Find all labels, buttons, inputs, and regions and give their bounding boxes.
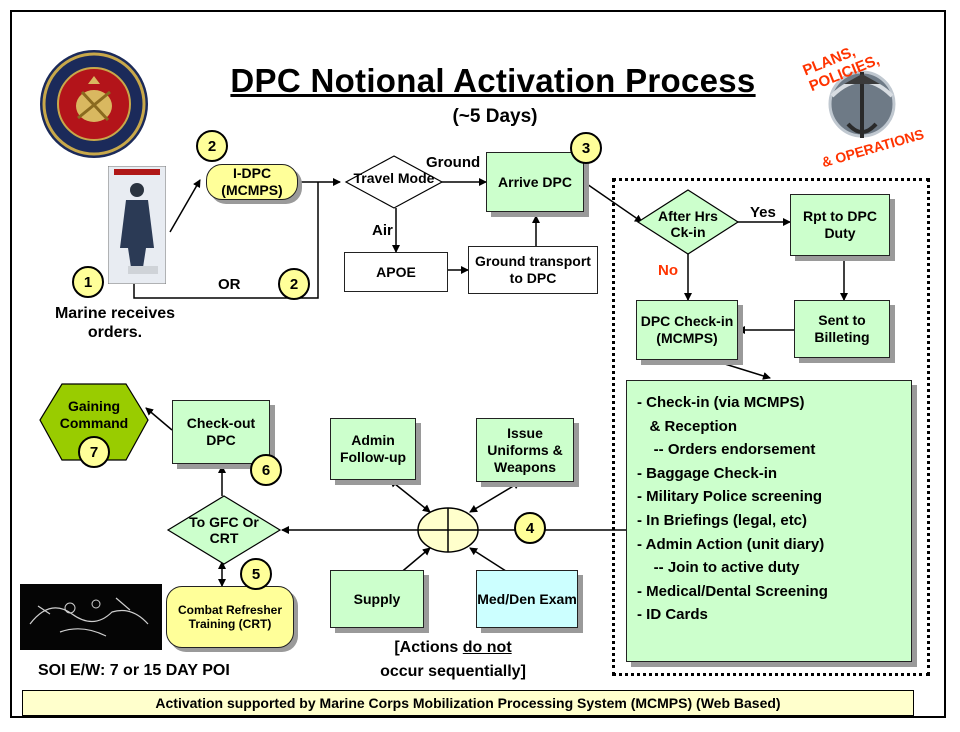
list-item: - ID Cards [637, 606, 708, 624]
marine-poster-image [108, 166, 166, 284]
apoe-node: APOE [344, 252, 448, 292]
med-den-node: Med/Den Exam [476, 570, 578, 628]
list-item: - Check-in (via MCMPS) [637, 394, 805, 411]
combat-sketch-image [20, 584, 162, 650]
step-badge-6: 6 [250, 454, 282, 486]
idpc-node: I-DPC (MCMPS) [206, 164, 298, 200]
actions-note-pre: [Actions [394, 639, 463, 656]
footer-banner: Activation supported by Marine Corps Mob… [22, 690, 914, 716]
ppo-logo: PLANS, POLICIES, & OPERATIONS [792, 26, 932, 172]
step-badge-5: 5 [240, 558, 272, 590]
step-badge-2a: 2 [196, 130, 228, 162]
yes-label: Yes [750, 204, 776, 221]
soi-label: SOI E/W: 7 or 15 DAY POI [38, 662, 230, 679]
step-badge-4: 4 [514, 512, 546, 544]
or-label: OR [218, 276, 241, 293]
admin-followup-node: Admin Follow-up [330, 418, 416, 480]
marine-receives-label: Marine receives orders. [54, 305, 176, 341]
step-badge-2b: 2 [278, 268, 310, 300]
sent-billeting-node: Sent to Billeting [794, 300, 890, 358]
dpc-checkin-node: DPC Check-in (MCMPS) [636, 300, 738, 360]
ground-transport-node: Ground transport to DPC [468, 246, 598, 294]
to-gfc-node: To GFC Or CRT [189, 514, 259, 546]
dpc-process-container [612, 178, 930, 676]
crt-node: Combat Refresher Training (CRT) [166, 586, 294, 648]
travel-mode-node: Travel Mode [353, 170, 435, 186]
list-item: - Admin Action (unit diary) [637, 535, 825, 553]
step-badge-3: 3 [570, 132, 602, 164]
list-item: -- Orders endorsement [637, 441, 816, 459]
no-label: No [658, 262, 678, 279]
page-subtitle: (~5 Days) [452, 106, 538, 127]
after-hours-node: After Hrs Ck-in [658, 208, 718, 240]
list-item: - In Briefings (legal, etc) [637, 511, 808, 529]
checkin-list: - Check-in (via MCMPS) & Reception -- Or… [626, 380, 912, 662]
arrive-dpc-node: Arrive DPC [486, 152, 584, 212]
supply-node: Supply [330, 570, 424, 628]
gaining-command-node: Gaining Command [59, 398, 129, 431]
navy-seal-logo [40, 50, 148, 158]
list-item: - Medical/Dental Screening [637, 582, 828, 600]
slide-frame [10, 10, 946, 718]
step-badge-1: 1 [72, 266, 104, 298]
air-label: Air [372, 222, 393, 239]
rpt-duty-node: Rpt to DPC Duty [790, 194, 890, 256]
issue-uniforms-node: Issue Uniforms & Weapons [476, 418, 574, 482]
actions-note-under: do not [462, 639, 512, 656]
list-item: -- Join to active duty [637, 559, 800, 577]
list-item: & Reception [637, 417, 738, 435]
list-item: - Baggage Check-in [637, 464, 778, 482]
page-title: DPC Notional Activation Process [230, 62, 756, 99]
actions-note-post: occur sequentially] [380, 663, 526, 680]
ground-label: Ground [426, 154, 481, 171]
list-item: - Military Police screening [637, 488, 823, 506]
eagle-globe-anchor-icon [828, 70, 896, 138]
actions-note: [Actions do not occur sequentially] [346, 636, 560, 684]
checkout-dpc-node: Check-out DPC [172, 400, 270, 464]
step-badge-7: 7 [78, 436, 110, 468]
